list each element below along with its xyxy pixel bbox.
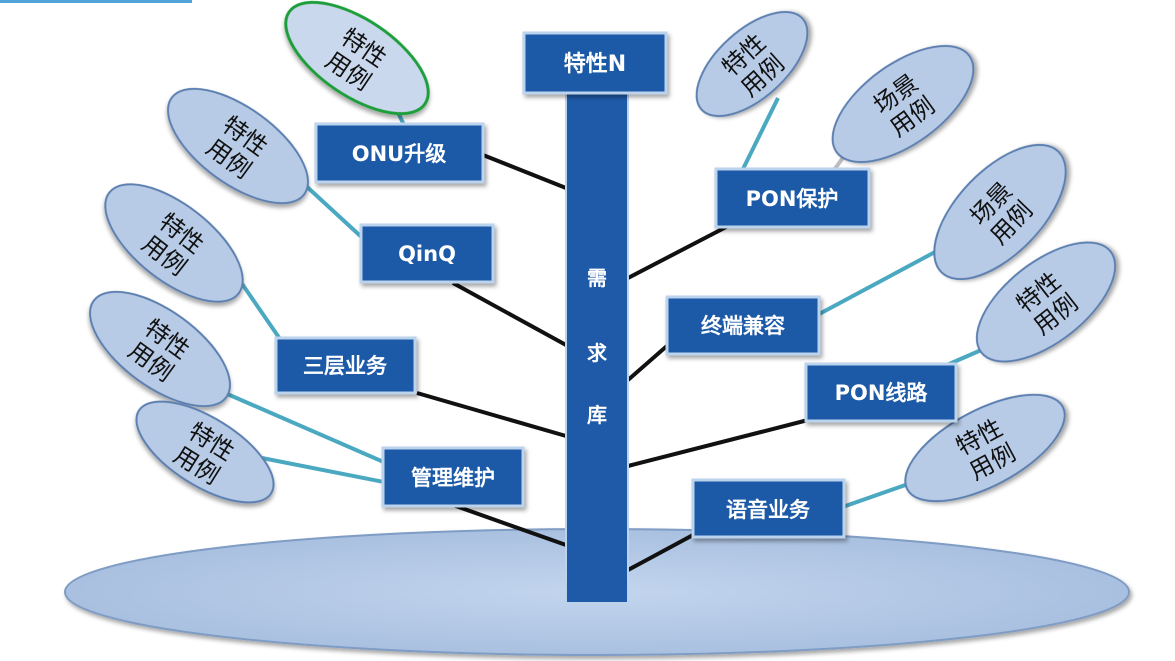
trunk-char-1: 需 [587, 266, 607, 290]
feature-box-l3-service: 三层业务 [274, 336, 417, 395]
feature-box-terminal-compat: 终端兼容 [665, 295, 821, 356]
feature-label: 终端兼容 [701, 314, 785, 338]
trunk-char-3: 库 [587, 403, 607, 427]
bubble-pon-protect-2: 场景 用例 [831, 44, 975, 164]
bubble-pon-line: 特性 用例 [975, 241, 1117, 363]
trunk-chars: 需 求 库 [587, 266, 608, 427]
bubble-connectors [224, 97, 996, 512]
bubble-l3: 特性 用例 [89, 290, 231, 408]
bubble-pon-protect-1: 特性 用例 [695, 10, 809, 118]
bubble-terminal: 场景 用例 [933, 143, 1067, 281]
feature-box-mgmt: 管理维护 [381, 446, 525, 508]
feature-box-qinq: QinQ [359, 223, 495, 284]
feature-box-voice: 语音业务 [691, 478, 846, 539]
top-feature-label: 特性N [564, 51, 626, 77]
trunk-char-2: 求 [587, 341, 608, 365]
bubble-highlighted: 特性 用例 [284, 0, 430, 116]
branch-lines [416, 153, 809, 572]
feature-label: PON保护 [746, 187, 839, 211]
feature-label: QinQ [398, 242, 456, 266]
feature-box-pon-line: PON线路 [804, 362, 958, 423]
top-feature-box: 特性N [522, 31, 668, 95]
feature-label: PON线路 [835, 381, 929, 405]
bubble-voice: 特性 用例 [904, 393, 1066, 503]
feature-label: 管理维护 [411, 466, 495, 490]
feature-box-onu-upgrade: ONU升级 [314, 122, 485, 184]
feature-box-pon-protect: PON保护 [714, 167, 871, 229]
top-accent-bar [0, 0, 192, 3]
feature-label: ONU升级 [352, 142, 446, 166]
bubble-qinq: 特性 用例 [104, 183, 244, 303]
feature-label: 三层业务 [303, 354, 388, 378]
feature-label: 语音业务 [726, 498, 811, 522]
trunk-bar [565, 92, 629, 604]
